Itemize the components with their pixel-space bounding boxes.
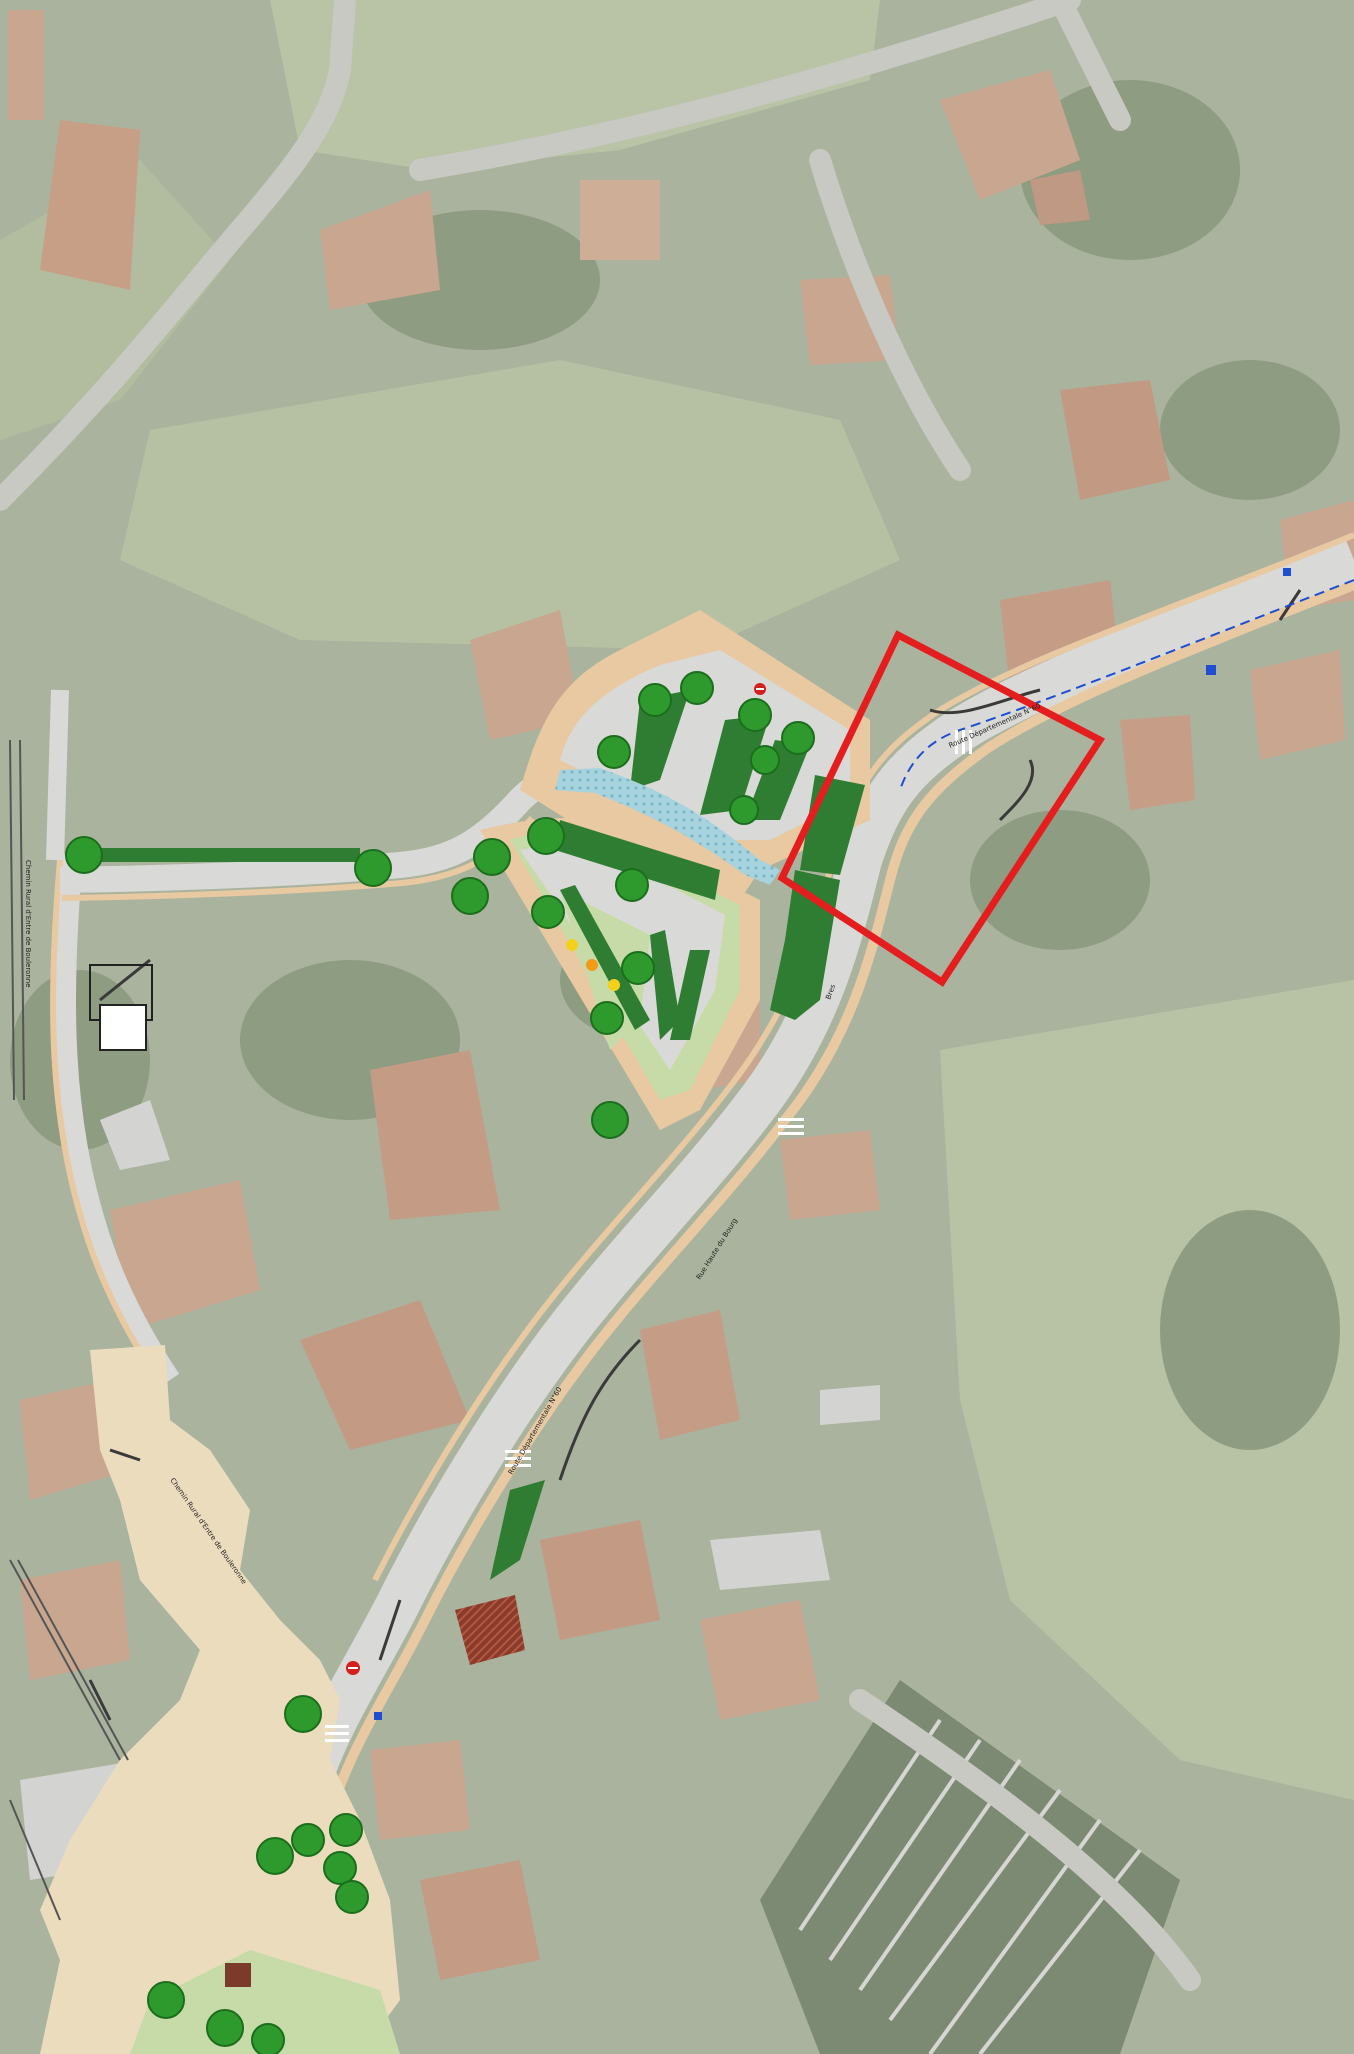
pedestrian-crossings [325, 730, 972, 1742]
meadow-top [270, 0, 880, 170]
tree-icon [680, 671, 714, 705]
tree-icon [335, 1880, 369, 1914]
tree-icon [531, 895, 565, 929]
existing-roads [0, 0, 1201, 1991]
tree-icon [147, 1981, 185, 2019]
main-road-rd60 [289, 539, 1354, 1788]
meadow-right [940, 980, 1354, 1800]
tree-icon [206, 2009, 244, 2047]
tree-canopy-clusters [10, 80, 1340, 1450]
trees [65, 671, 815, 2054]
left-road [54, 854, 180, 1387]
tree-icon [621, 951, 655, 985]
tree-icon [256, 1837, 294, 1875]
plaza-kiosk [225, 1963, 251, 1987]
access-road-parking-strip [90, 848, 360, 862]
no-entry-sign-icon-south [346, 1661, 360, 1675]
tree-icon [527, 817, 565, 855]
tree-icon [323, 1851, 357, 1885]
tree-icon [590, 1001, 624, 1035]
tree-icon [354, 849, 392, 887]
plaza-green-corner [130, 1950, 400, 2054]
tree-icon [597, 735, 631, 769]
tree-icon [291, 1823, 325, 1857]
rail-tracks [9, 739, 129, 1921]
tree-icon [729, 795, 759, 825]
tree-icon [750, 745, 780, 775]
parking-complex [480, 610, 870, 1130]
parking-sign-icon [374, 568, 1291, 1720]
left-road-north [46, 689, 69, 861]
road-label-chemin-left: Chemin Rural d'Entre de Bouleronne [24, 860, 32, 988]
tree-icon [65, 836, 103, 874]
water-pipe [899, 579, 1354, 791]
tree-icon [781, 721, 815, 755]
tree-icon [591, 1101, 629, 1139]
hatched-building [455, 1595, 525, 1665]
utility-building-inner [99, 1004, 147, 1051]
meadow-middle [120, 360, 900, 650]
roadside-parking-bays-south [490, 1480, 545, 1580]
left-road-sidewalk [50, 859, 161, 1382]
tree-icon [251, 2023, 285, 2054]
tree-icon [451, 877, 489, 915]
tree-icon [638, 683, 672, 717]
no-entry-sign-icon [754, 683, 766, 695]
tree-icon [329, 1813, 363, 1847]
highlight-area-frame[interactable] [777, 630, 1106, 987]
tree-icon [284, 1695, 322, 1733]
tree-icon [615, 868, 649, 902]
tree-icon [473, 838, 511, 876]
town-square-plaza [40, 1345, 400, 2054]
flower-bed-icon [566, 939, 620, 991]
tree-icon [738, 698, 772, 732]
